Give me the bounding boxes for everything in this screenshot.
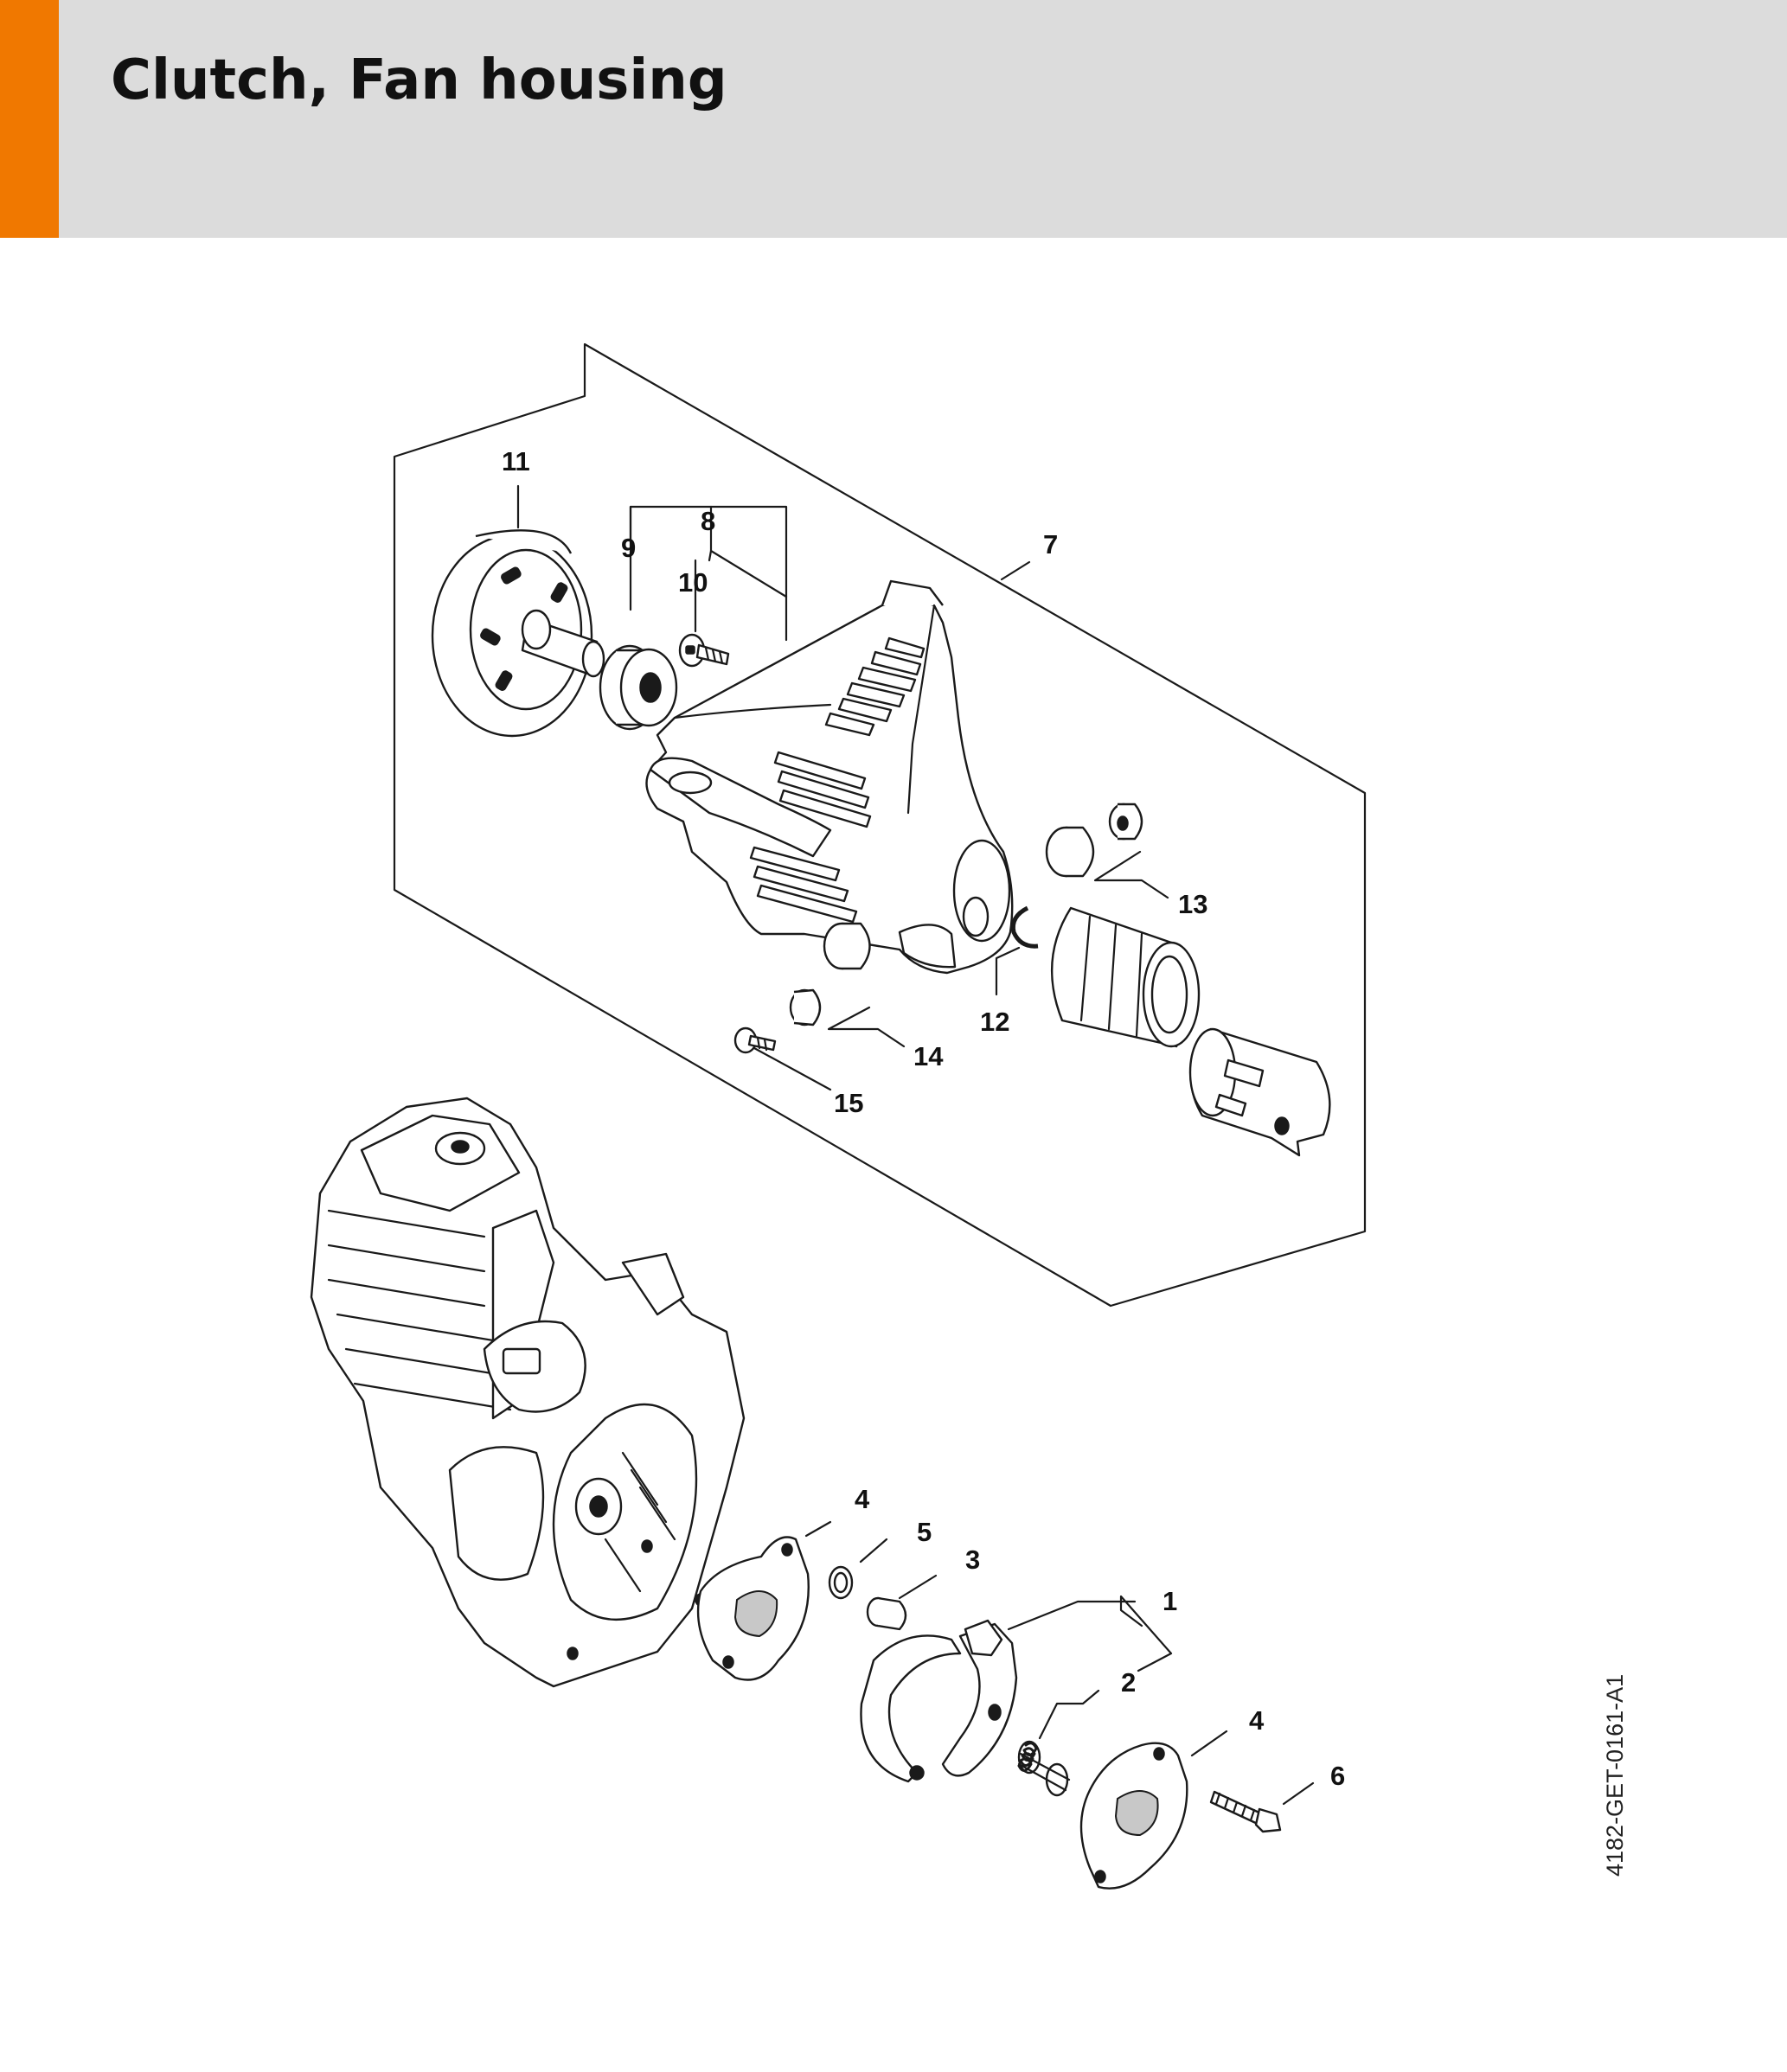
engine-crankcase-assembly: [310, 1097, 746, 1688]
page-title: Clutch, Fan housing: [111, 48, 727, 112]
carrier-part-4-upper[interactable]: [696, 1536, 810, 1681]
carrier-part-4-lower[interactable]: [1079, 1742, 1188, 1890]
callout-4-upper: 4: [855, 1484, 870, 1514]
callout-12: 12: [980, 1007, 1009, 1037]
rubber-buffer-part-13[interactable]: [1045, 803, 1143, 878]
clutch-drum-part-11[interactable]: [431, 529, 605, 738]
callout-9: 9: [621, 533, 636, 563]
callout-4-lower: 4: [1249, 1705, 1265, 1736]
callout-11: 11: [502, 446, 530, 476]
ball-bearing-part-9[interactable]: [599, 644, 678, 731]
callout-3: 3: [965, 1544, 980, 1575]
callout-2: 2: [1121, 1667, 1136, 1698]
callout-15: 15: [834, 1088, 863, 1118]
callout-8: 8: [701, 506, 715, 536]
callout-labels: 11 8 9 10 7 13 12 14 15 4 5 3 1 2 4 6: [502, 446, 1345, 1791]
screw-part-6[interactable]: [1209, 1790, 1282, 1833]
tension-spring-part-2[interactable]: [1017, 1740, 1071, 1797]
document-reference-code: 4182-GET-0161-A1: [1602, 1673, 1628, 1877]
screw-part-15[interactable]: [733, 1026, 777, 1054]
circlip-part-12[interactable]: [1010, 905, 1039, 949]
tube-clamp-bracket[interactable]: [1188, 1027, 1331, 1157]
callout-5: 5: [917, 1517, 932, 1547]
drive-tube-sleeve[interactable]: [1050, 906, 1201, 1048]
clutch-shoes-part-1[interactable]: [860, 1619, 1018, 1783]
kit-frame-outline: [393, 342, 1367, 1308]
fan-housing-part-7[interactable]: [645, 579, 1014, 975]
cooling-slots-mid: [773, 751, 872, 828]
header-accent-stripe: [0, 0, 59, 238]
callout-13: 13: [1178, 889, 1207, 919]
cooling-slots-lower: [749, 846, 858, 924]
callout-14: 14: [913, 1041, 944, 1071]
screw-part-10[interactable]: [678, 633, 730, 668]
callout-leader-lines: [516, 484, 1315, 1806]
callout-10: 10: [678, 567, 708, 598]
sleeve-part-3[interactable]: [866, 1596, 907, 1631]
callout-1: 1: [1163, 1586, 1177, 1616]
header-bar: Clutch, Fan housing: [0, 0, 1787, 238]
cooling-slots-upper: [824, 636, 926, 737]
callout-6: 6: [1330, 1761, 1345, 1791]
rubber-buffer-part-14[interactable]: [789, 922, 871, 1026]
callout-7: 7: [1043, 529, 1058, 560]
washer-part-5[interactable]: [828, 1565, 854, 1600]
